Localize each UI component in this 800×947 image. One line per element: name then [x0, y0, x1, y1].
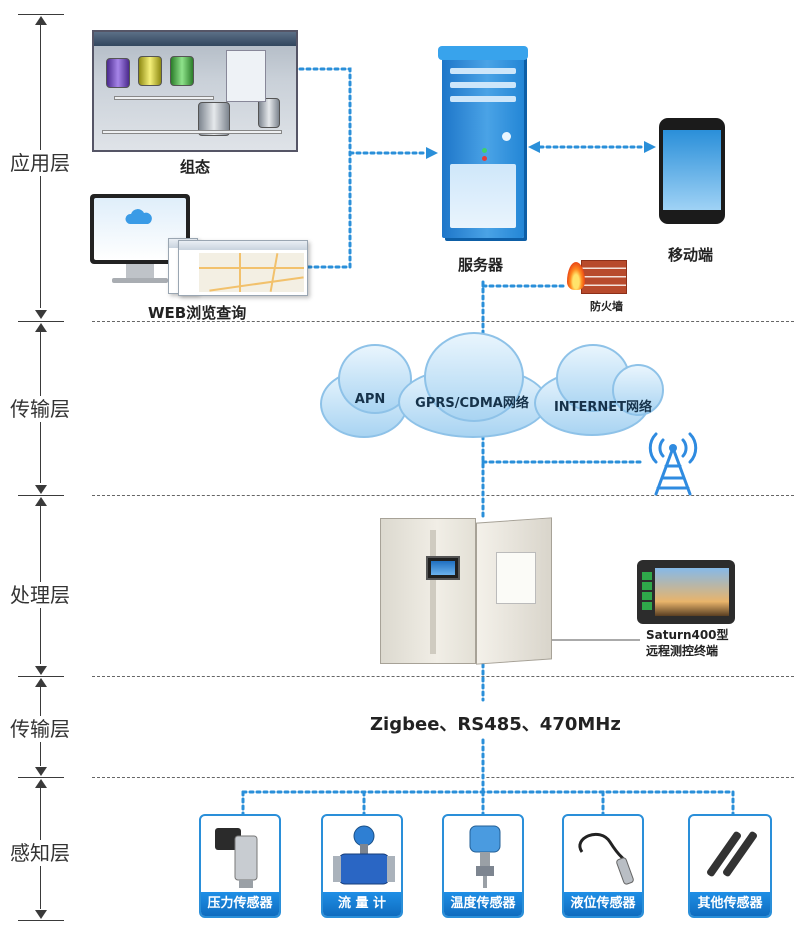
layer-separator [92, 321, 794, 322]
sensor-card-flow: 流 量 计 [321, 814, 403, 918]
server-label: 服务器 [458, 256, 504, 274]
layer-label-application: 应用层 [6, 150, 74, 176]
scada-data-panel [226, 50, 266, 102]
axis-tick [18, 321, 64, 322]
axis-tick [18, 676, 64, 677]
sensor-label: 温度传感器 [444, 892, 522, 916]
firewall-label: 防火墙 [590, 300, 623, 313]
arrow-up-icon [35, 678, 47, 687]
monitor-base [112, 278, 168, 283]
monitor-stand [126, 264, 154, 280]
protocol-label: Zigbee、RS485、470MHz [370, 714, 621, 735]
control-cabinet [380, 518, 476, 664]
cabinet-hinge [430, 530, 436, 654]
arrowhead-to-server-right [528, 141, 540, 153]
arrow-up-icon [35, 16, 47, 25]
led-icon [482, 148, 487, 153]
arrow-down-icon [35, 666, 47, 675]
layer-separator [92, 777, 794, 778]
link-web [306, 151, 352, 269]
sensor-label: 压力传感器 [201, 892, 279, 916]
tank-icon [138, 56, 162, 86]
mobile-phone-icon [659, 118, 725, 224]
pipe [102, 130, 282, 134]
axis-tick [18, 495, 64, 496]
layer-label-transport: 传输层 [6, 396, 74, 422]
arrow-up-icon [35, 497, 47, 506]
arrow-up-icon [35, 323, 47, 332]
tank-icon [106, 58, 130, 88]
cloud-gprs-shape [424, 332, 524, 422]
cloud-internet-shape [612, 364, 664, 416]
scada-screen [92, 30, 298, 152]
cloud-label-internet: INTERNET网络 [553, 400, 653, 415]
arrow-up-icon [35, 779, 47, 788]
sensor-card-pressure: 压力传感器 [199, 814, 281, 918]
tank-icon [258, 98, 280, 128]
arrow-down-icon [35, 310, 47, 319]
arrowhead-to-server [426, 147, 438, 159]
signal-tower-icon [648, 432, 698, 496]
sensor-label: 液位传感器 [564, 892, 642, 916]
temperature-transmitter-icon [469, 825, 501, 888]
firewall-icon [581, 260, 627, 294]
mobile-label: 移动端 [668, 246, 714, 264]
saturn-terminal-device [637, 560, 735, 624]
tank-icon [170, 56, 194, 86]
scada-titlebar [94, 32, 296, 46]
web-label: WEB浏览查询 [148, 304, 247, 322]
cabinet-nameplate [496, 552, 536, 604]
arrow-down-icon [35, 910, 47, 919]
web-map-window [178, 240, 308, 296]
flame-icon [567, 262, 585, 290]
pipe [114, 96, 214, 100]
other-sensor-icon [706, 831, 758, 877]
terminal-label-line1: Saturn400型 [646, 628, 729, 642]
cloud-logo-icon [125, 209, 152, 224]
arrowhead-to-mobile [644, 141, 656, 153]
sensor-label: 流 量 计 [323, 892, 401, 916]
axis-tick [18, 14, 64, 15]
sensor-card-temperature: 温度传感器 [442, 814, 524, 918]
arrow-down-icon [35, 767, 47, 776]
cloud-label-apn: APN [354, 392, 386, 407]
pressure-sensor-icon [215, 828, 258, 888]
layer-label-transport-2: 传输层 [6, 716, 74, 742]
link-scada [298, 67, 352, 155]
flowmeter-icon [333, 825, 395, 885]
arrow-down-icon [35, 485, 47, 494]
cloud-label-gprs: GPRS/CDMA网络 [415, 396, 529, 411]
layer-separator [92, 495, 794, 496]
server-icon [438, 46, 528, 238]
layer-label-processing: 处理层 [6, 582, 74, 608]
axis-tick [18, 920, 64, 921]
monitor [90, 194, 190, 264]
sensor-label: 其他传感器 [690, 892, 770, 916]
layer-label-perception: 感知层 [6, 840, 74, 866]
level-sensor-icon [578, 832, 634, 885]
cabinet-hmi-screen [426, 556, 460, 580]
terminal-label-line2: 远程测控终端 [646, 644, 719, 658]
sensor-card-other: 其他传感器 [688, 814, 772, 918]
scada-label: 组态 [180, 158, 211, 176]
sensor-card-level: 液位传感器 [562, 814, 644, 918]
layer-separator [92, 676, 794, 677]
axis-tick [18, 777, 64, 778]
led-icon [482, 156, 487, 161]
led-icon [502, 132, 511, 141]
